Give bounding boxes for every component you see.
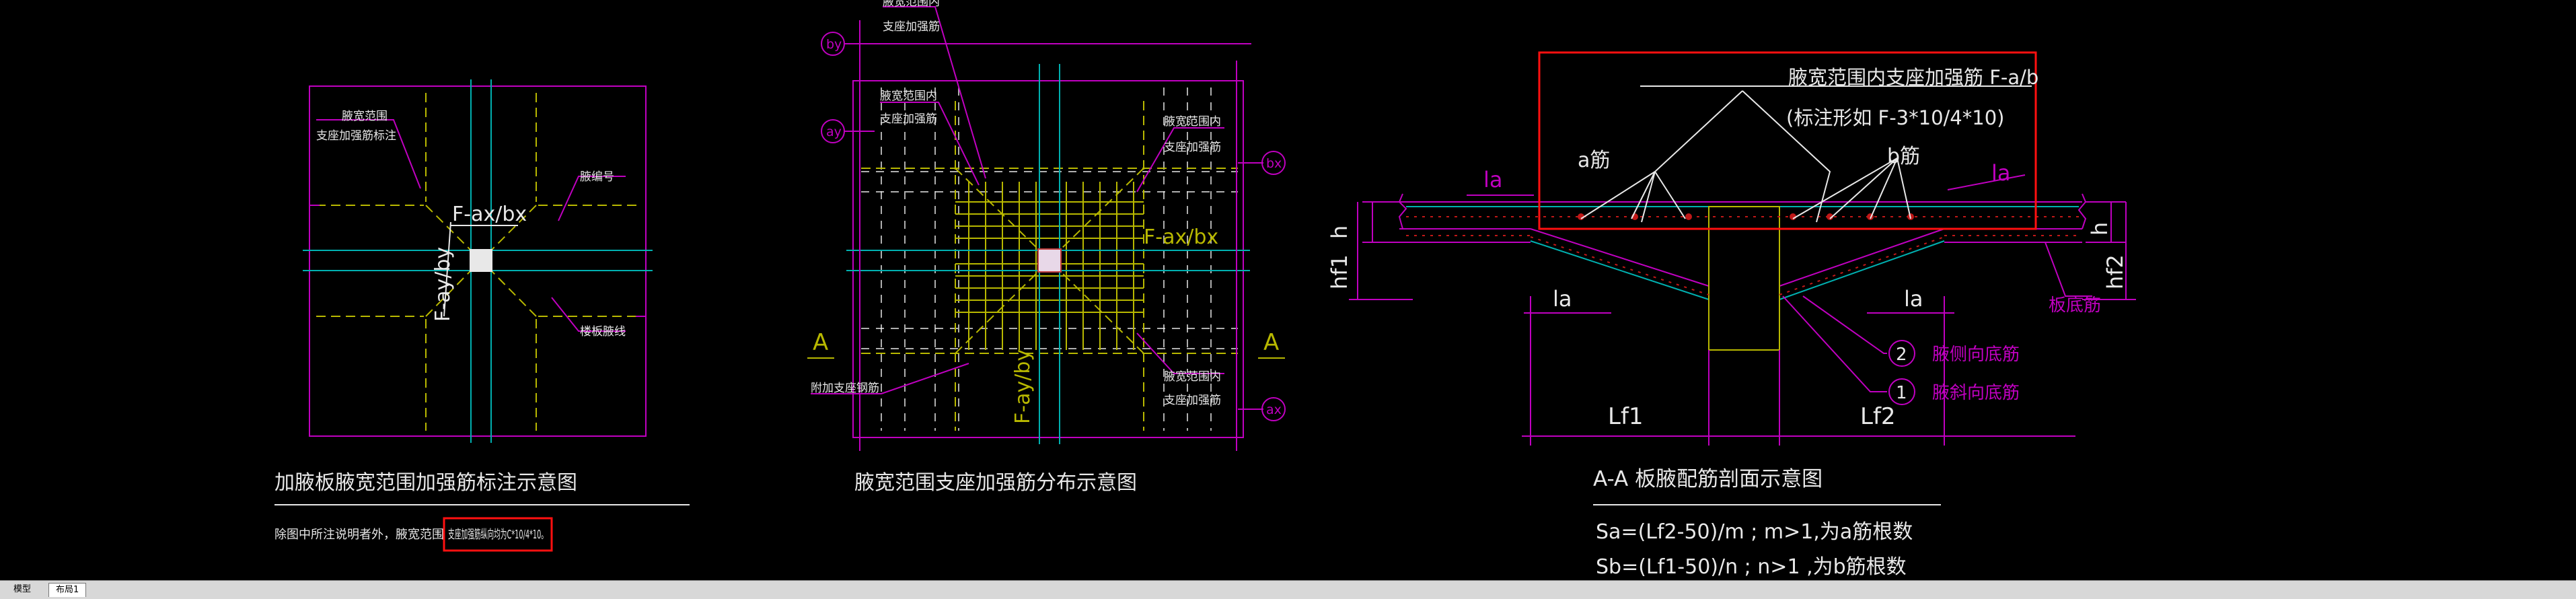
cad-drawing-canvas[interactable]: .mg{stroke:#c000c0;stroke-width:2;fill:n… xyxy=(0,0,2576,580)
middle-label-bx-2: 支座加强筋 xyxy=(1164,141,1221,154)
bubble-1: 1 xyxy=(1896,383,1907,403)
left-label-range-2: 支座加强筋标注 xyxy=(316,129,396,143)
formula-sa: Sa=(Lf2-50)/m ; m>1,为a筋根数 xyxy=(1596,520,1913,544)
bubble-ay: ay xyxy=(826,125,842,139)
left-dim-fy: F-ay/by xyxy=(431,247,455,322)
right-beam xyxy=(1708,206,1780,351)
lf2-label: Lf2 xyxy=(1860,403,1896,430)
middle-column xyxy=(1037,248,1062,273)
left-label-haunch-edge: 楼板腋线 xyxy=(580,325,626,339)
left-note-highlight: 支座加强筋纵向均为C*10/4*10。 xyxy=(448,528,548,542)
hf1-label: hf1 xyxy=(1327,254,1352,289)
left-note-prefix: 除图中所注说明者外，腋宽范围 xyxy=(274,528,444,542)
label-2: 腋侧向底筋 xyxy=(1932,345,2020,365)
bubble-ax: ax xyxy=(1266,402,1282,417)
layout-tab-bar: 模型 布局1 xyxy=(0,580,2576,599)
middle-label-top-1: 腋宽范围内 xyxy=(883,0,940,9)
left-label-range: 腋宽范围 xyxy=(342,110,388,123)
tab-layout1[interactable]: 布局1 xyxy=(48,583,87,597)
middle-label-top-2: 支座加强筋 xyxy=(883,20,940,34)
box-line2: (标注形如 F-3*10/4*10) xyxy=(1786,106,2004,129)
h-left: h xyxy=(1327,225,1352,239)
right-note-box xyxy=(1538,51,2037,230)
h-right: h xyxy=(2087,222,2112,236)
middle-dim-fy: F-ay/by xyxy=(1011,349,1035,424)
middle-label-bx-1: 腋宽范围内 xyxy=(1164,115,1221,129)
lf1-label: Lf1 xyxy=(1608,403,1644,430)
slab-bottom-label: 板底筋 xyxy=(2049,295,2101,316)
section-a-right: A xyxy=(1263,329,1279,356)
left-column xyxy=(470,249,492,272)
middle-title: 腋宽范围支座加强筋分布示意图 xyxy=(854,471,1137,495)
left-figure: 腋宽范围 支座加强筋标注 腋编号 楼板腋线 F-ax/bx F-ay/by 加腋… xyxy=(274,79,690,552)
box-line1: 腋宽范围内支座加强筋 F-a/b xyxy=(1788,66,2038,89)
right-figure: 腋宽范围内支座加强筋 F-a/b (标注形如 F-3*10/4*10) a筋 b… xyxy=(1327,51,2136,579)
middle-slab-outline xyxy=(852,80,1244,438)
middle-dim-fx: F-ax/bx xyxy=(1144,225,1218,249)
bubble-bx: bx xyxy=(1266,156,1282,171)
middle-label-ax-2: 支座加强筋 xyxy=(1164,394,1221,407)
middle-label-added: 附加支座钢筋 xyxy=(811,382,879,395)
left-dim-fx: F-ax/bx xyxy=(452,203,527,226)
label-1: 腋斜向底筋 xyxy=(1932,383,2020,403)
la-left-bottom: la xyxy=(1553,286,1572,312)
middle-label-ay-1: 腋宽范围内 xyxy=(880,90,937,103)
middle-label-ax-1: 腋宽范围内 xyxy=(1164,370,1221,384)
la-left-top: la xyxy=(1483,167,1503,192)
middle-label-ay-2: 支座加强筋 xyxy=(880,112,937,126)
left-label-haunch-no: 腋编号 xyxy=(580,170,614,184)
la-right-bottom: la xyxy=(1904,286,1923,312)
left-title: 加腋板腋宽范围加强筋标注示意图 xyxy=(274,471,577,495)
middle-figure: by ay bx ax A A 腋宽范围内 支座加强筋 腋宽范围内 支座加强筋 … xyxy=(807,0,1286,495)
left-note-highlight-box xyxy=(443,517,553,552)
right-title: A-A 板腋配筋剖面示意图 xyxy=(1593,467,1823,491)
left-slab-outline xyxy=(309,85,647,437)
formula-sb: Sb=(Lf1-50)/n ; n>1 ,为b筋根数 xyxy=(1596,555,1907,579)
label-b-bar: b筋 xyxy=(1887,145,1920,168)
section-a-left: A xyxy=(813,329,828,356)
hf2-label: hf2 xyxy=(2102,254,2128,289)
bubble-by: by xyxy=(826,37,842,52)
tab-model[interactable]: 模型 xyxy=(13,584,32,594)
bubble-2: 2 xyxy=(1896,345,1907,365)
la-right-top: la xyxy=(1991,160,2011,186)
label-a-bar: a筋 xyxy=(1578,149,1610,172)
